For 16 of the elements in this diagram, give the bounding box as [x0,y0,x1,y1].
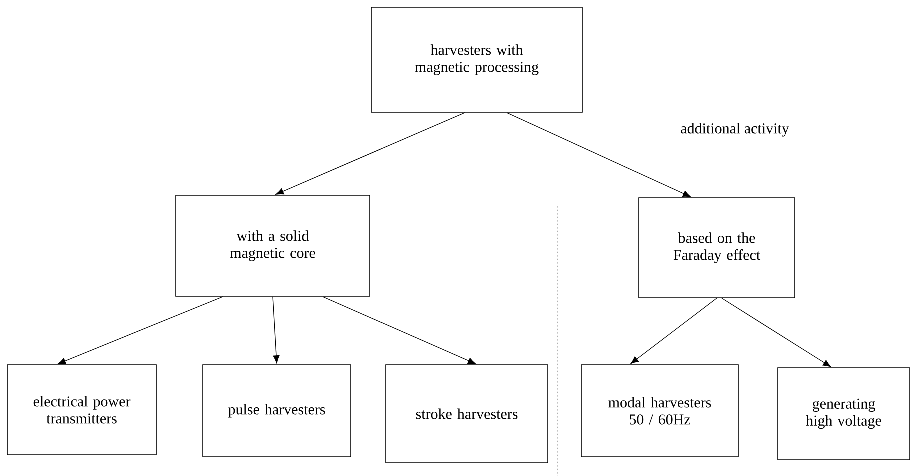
arrow [506,112,692,198]
category-box: stroke harvesters [386,364,548,464]
annotation: additional activity [681,123,790,137]
category-box: generating high voltage [778,368,910,460]
arrow [272,296,280,364]
category-box: electrical power transmitters [7,364,157,456]
category-box: pulse harvesters [202,364,352,458]
arrow [722,298,832,368]
category-box: with a solid magnetic core [176,195,370,297]
category-box: modal harvesters 50 / 60Hz [581,364,739,458]
category-box: harvesters with magnetic processing [371,7,583,113]
arrow [58,296,224,364]
category-box: based on the Faraday effect [638,198,796,298]
arrow [630,298,718,364]
arrow [276,112,466,195]
arrow [322,296,476,364]
